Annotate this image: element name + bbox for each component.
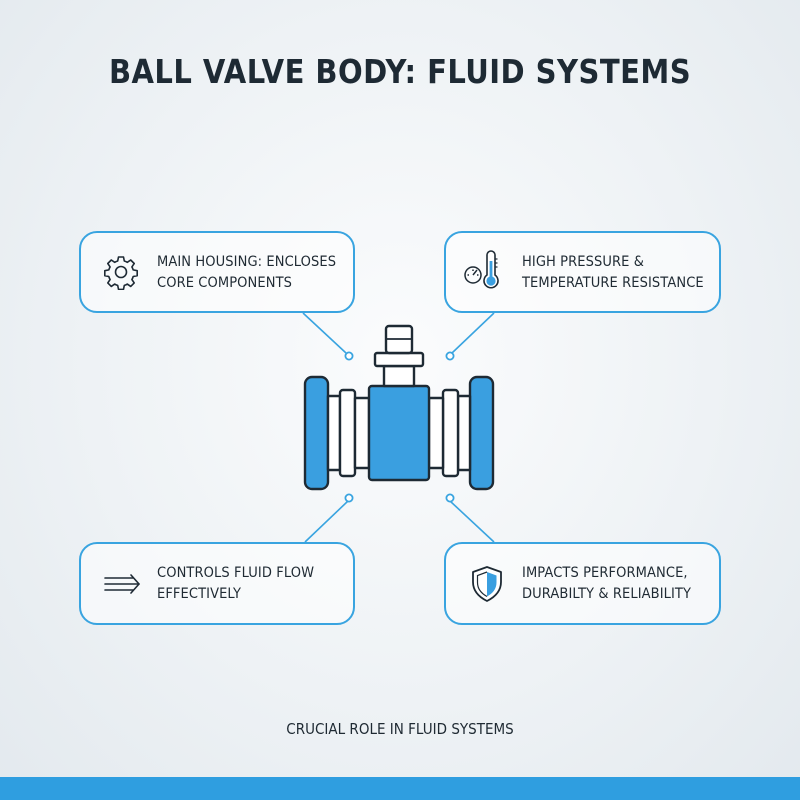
callout-line: HIGH PRESSURE & <box>522 254 645 270</box>
flow-arrow-icon <box>104 573 140 594</box>
callout-line: CONTROLS FLUID FLOW <box>157 565 315 581</box>
callout-pressure-temperature-text: HIGH PRESSURE & TEMPERATURE RESISTANCE <box>522 252 704 294</box>
valve-body-illustration <box>303 324 495 491</box>
central-body <box>367 384 431 482</box>
callout-performance-text: IMPACTS PERFORMANCE, DURABILTY & RELIABI… <box>522 563 691 605</box>
connector-dot-bottom-left <box>344 493 354 503</box>
left-coupling <box>353 396 371 470</box>
left-neck <box>326 394 342 472</box>
callout-line: EFFECTIVELY <box>157 586 242 602</box>
callout-controls-flow-text: CONTROLS FLUID FLOW EFFECTIVELY <box>157 563 314 605</box>
page-title: BALL VALVE BODY: FLUID SYSTEMS <box>108 52 692 91</box>
left-flange <box>303 375 330 491</box>
connector-top-left <box>302 312 347 354</box>
callout-line: TEMPERATURE RESISTANCE <box>522 275 704 291</box>
callout-main-housing-text: MAIN HOUSING: ENCLOSES CORE COMPONENTS <box>157 252 336 294</box>
callout-controls-flow: CONTROLS FLUID FLOW EFFECTIVELY <box>79 542 355 625</box>
stem-collar <box>373 351 425 368</box>
right-coupling <box>427 396 445 470</box>
connector-top-right <box>451 312 495 354</box>
callout-performance: IMPACTS PERFORMANCE, DURABILTY & RELIABI… <box>444 542 721 625</box>
callout-line: CORE COMPONENTS <box>157 275 293 291</box>
gear-icon <box>104 256 138 290</box>
connector-dot-bottom-right <box>445 493 455 503</box>
right-flange <box>468 375 495 491</box>
callout-line: DURABILTY & RELIABILITY <box>522 586 692 602</box>
pressure-temperature-icon <box>464 250 499 289</box>
thermometer-icon <box>483 250 499 289</box>
connector-bottom-left <box>304 500 349 543</box>
right-ring <box>441 388 460 478</box>
stem-lower <box>382 364 416 388</box>
callout-line: MAIN HOUSING: ENCLOSES <box>157 254 337 270</box>
connector-bottom-right <box>449 500 495 543</box>
right-neck <box>456 394 472 472</box>
shield-icon <box>472 565 502 602</box>
callout-pressure-temperature: HIGH PRESSURE & TEMPERATURE RESISTANCE <box>444 231 721 313</box>
pressure-gauge-icon <box>464 266 482 284</box>
connector-dot-top-right <box>445 351 455 361</box>
footer-caption: CRUCIAL ROLE IN FLUID SYSTEMS <box>286 720 514 738</box>
connector-dot-top-left <box>344 351 354 361</box>
connector-dots <box>344 351 455 503</box>
connector-lines <box>302 312 495 543</box>
callout-main-housing: MAIN HOUSING: ENCLOSES CORE COMPONENTS <box>79 231 355 313</box>
callout-line: IMPACTS PERFORMANCE, <box>522 565 688 581</box>
left-ring <box>338 388 357 478</box>
footer-bar <box>0 777 800 800</box>
